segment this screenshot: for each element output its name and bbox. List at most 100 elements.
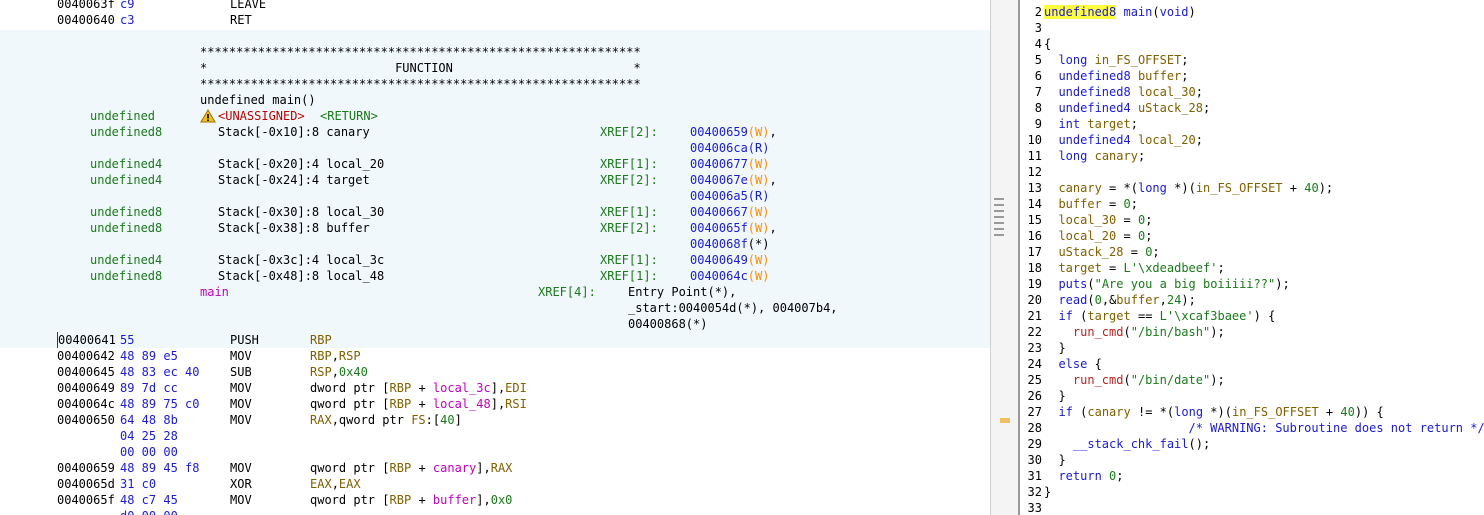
instruction-address[interactable]: 0040065f <box>57 493 115 507</box>
decompiled-line[interactable]: else { <box>1044 356 1101 372</box>
entry-ref[interactable]: _start:0040054d(*), 004007b4, <box>628 301 838 315</box>
decompiled-line[interactable]: } <box>1044 388 1065 404</box>
variable-token[interactable]: local_20 <box>1137 133 1196 147</box>
decompiled-line[interactable]: undefined8 main(void) <box>1044 4 1196 20</box>
decompiled-line[interactable]: canary = *(long *)(in_FS_OFFSET + 40); <box>1044 180 1333 196</box>
variable-token[interactable]: in_FS_OFFSET <box>1231 405 1319 419</box>
panel-divider[interactable] <box>990 0 1019 515</box>
xref-link[interactable]: 00400649(W) <box>690 252 769 268</box>
decompiled-line[interactable]: __stack_chk_fail(); <box>1044 436 1210 452</box>
decompiled-line[interactable]: undefined4 uStack_28; <box>1044 100 1210 116</box>
variable-token[interactable]: in_FS_OFFSET <box>1195 181 1283 195</box>
function-signature[interactable]: undefined main() <box>200 92 316 108</box>
decompiled-line[interactable]: local_20 = 0; <box>1044 228 1152 244</box>
xref-link[interactable]: 00400667(W) <box>690 204 769 220</box>
instruction-operands[interactable]: RBP,RSP <box>310 348 361 364</box>
decompiler-panel[interactable]: 12undefined8 main(void)34{5 long in_FS_O… <box>1018 0 1484 515</box>
variable-token[interactable]: local_30 <box>1137 85 1196 99</box>
function-call-token[interactable]: puts <box>1058 277 1088 291</box>
instruction-bytes: 48 89 75 c0 <box>120 397 200 411</box>
instruction-address[interactable]: 00400640 <box>57 13 115 27</box>
variable-token[interactable]: canary <box>1094 149 1138 163</box>
variable-token[interactable]: target <box>1087 309 1131 323</box>
decompiled-line[interactable]: local_30 = 0; <box>1044 212 1152 228</box>
instruction-address[interactable]: 0040064c <box>57 397 115 411</box>
instruction-address[interactable]: 00400650 <box>57 413 115 427</box>
variable-token[interactable]: canary <box>1087 405 1131 419</box>
entry-ref[interactable]: Entry Point(*), <box>628 285 737 299</box>
xref-access: (W) <box>747 157 770 171</box>
instruction-operands[interactable]: qword ptr [RBP + local_48],RSI <box>310 396 527 412</box>
decompiled-line[interactable]: target = L'\xdeadbeef'; <box>1044 260 1224 276</box>
function-name-token[interactable]: main <box>1123 5 1153 19</box>
variable-token[interactable]: uStack_28 <box>1137 101 1203 115</box>
entry-label[interactable]: main <box>200 285 229 299</box>
decompiled-line[interactable]: undefined4 local_20; <box>1044 132 1203 148</box>
variable-token[interactable]: local_30 <box>1058 213 1117 227</box>
decompiled-line[interactable]: long canary; <box>1044 148 1145 164</box>
xref-link[interactable]: 004006ca(R) <box>690 140 769 156</box>
overview-marker[interactable] <box>1000 418 1010 423</box>
variable-token[interactable]: buffer <box>1116 293 1160 307</box>
operand-token: qword <box>310 493 347 507</box>
instruction-operands[interactable]: qword ptr [RBP + canary],RAX <box>310 460 512 476</box>
instruction-address[interactable]: 00400641 <box>57 332 116 348</box>
decompiled-line[interactable]: long in_FS_OFFSET; <box>1044 52 1188 68</box>
variable-token[interactable]: canary <box>1058 181 1102 195</box>
decompiled-line[interactable]: read(0,&buffer,24); <box>1044 292 1195 308</box>
decompiled-line[interactable]: uStack_28 = 0; <box>1044 244 1159 260</box>
decompiled-line[interactable]: undefined8 buffer; <box>1044 68 1188 84</box>
xref-link[interactable]: 0040068f(*) <box>690 236 769 252</box>
instruction-address[interactable]: 00400659 <box>57 461 115 475</box>
decompiled-line[interactable]: run_cmd("/bin/bash"); <box>1044 324 1225 340</box>
instruction-operands[interactable]: qword ptr [RBP + buffer],0x0 <box>310 492 512 508</box>
function-call-token[interactable]: run_cmd <box>1072 325 1124 339</box>
xref-link[interactable]: 0040067e(W), <box>690 172 777 188</box>
instruction-operands[interactable]: dword ptr [RBP + local_3c],EDI <box>310 380 527 396</box>
instruction-address[interactable]: 0040065d <box>57 477 115 491</box>
instruction-operands[interactable]: RBP <box>310 332 332 348</box>
decompiled-line[interactable]: run_cmd("/bin/date"); <box>1044 372 1225 388</box>
variable-token[interactable]: target <box>1058 261 1102 275</box>
stack-var-token: buffer <box>432 493 477 507</box>
entry-ref[interactable]: 00400868(*) <box>628 317 708 331</box>
xref-link[interactable]: 0040065f(W), <box>690 220 777 236</box>
instruction-operands[interactable]: RAX,qword ptr FS:[40] <box>310 412 462 428</box>
instruction-address[interactable]: 00400645 <box>57 365 115 379</box>
xref-link[interactable]: 004006a5(R) <box>690 188 769 204</box>
xref-link[interactable]: 00400659(W), <box>690 124 777 140</box>
decompiled-line[interactable]: if (canary != *(long *)(in_FS_OFFSET + 4… <box>1044 404 1383 420</box>
decompiled-line[interactable]: } <box>1044 340 1065 356</box>
code-token <box>1044 373 1073 387</box>
instruction-address[interactable]: 00400649 <box>57 381 115 395</box>
instruction-address[interactable]: 0040063f <box>57 0 115 11</box>
variable-token[interactable]: local_20 <box>1058 229 1117 243</box>
instruction-address[interactable]: 00400642 <box>57 349 115 363</box>
function-call-token[interactable]: __stack_chk_fail <box>1072 437 1189 451</box>
variable-token[interactable]: buffer <box>1137 69 1182 83</box>
variable-token[interactable]: buffer <box>1058 197 1102 211</box>
operand-token: ptr <box>353 461 376 475</box>
decompiled-line[interactable]: if (target == L'\xcaf3baee') { <box>1044 308 1275 324</box>
decompiled-line[interactable]: /* WARNING: Subroutine does not return *… <box>1044 420 1484 436</box>
decompiled-line[interactable]: int target; <box>1044 116 1138 132</box>
decompiled-line[interactable]: { <box>1044 36 1051 52</box>
decompiled-line[interactable]: } <box>1044 452 1065 468</box>
xref-link[interactable]: 00400677(W) <box>690 156 769 172</box>
function-call-token[interactable]: run_cmd <box>1072 373 1124 387</box>
function-call-token[interactable]: read <box>1058 293 1088 307</box>
decompiled-line[interactable]: buffer = 0; <box>1044 196 1138 212</box>
xref-link[interactable]: 0040064c(W) <box>690 268 769 284</box>
variable-token[interactable]: target <box>1087 117 1131 131</box>
operand-token <box>426 461 433 475</box>
variable-token[interactable]: in_FS_OFFSET <box>1094 53 1182 67</box>
instruction-operands[interactable]: RSP,0x40 <box>310 364 368 380</box>
decompiled-line[interactable]: puts("Are you a big boiiiii??"); <box>1044 276 1289 292</box>
decompiled-line[interactable]: return 0; <box>1044 468 1123 484</box>
decompiled-line[interactable]: } <box>1044 484 1051 500</box>
instruction-operands[interactable]: EAX,EAX <box>310 476 361 492</box>
variable-token[interactable]: uStack_28 <box>1058 245 1124 259</box>
decompiled-line[interactable]: undefined8 local_30; <box>1044 84 1203 100</box>
